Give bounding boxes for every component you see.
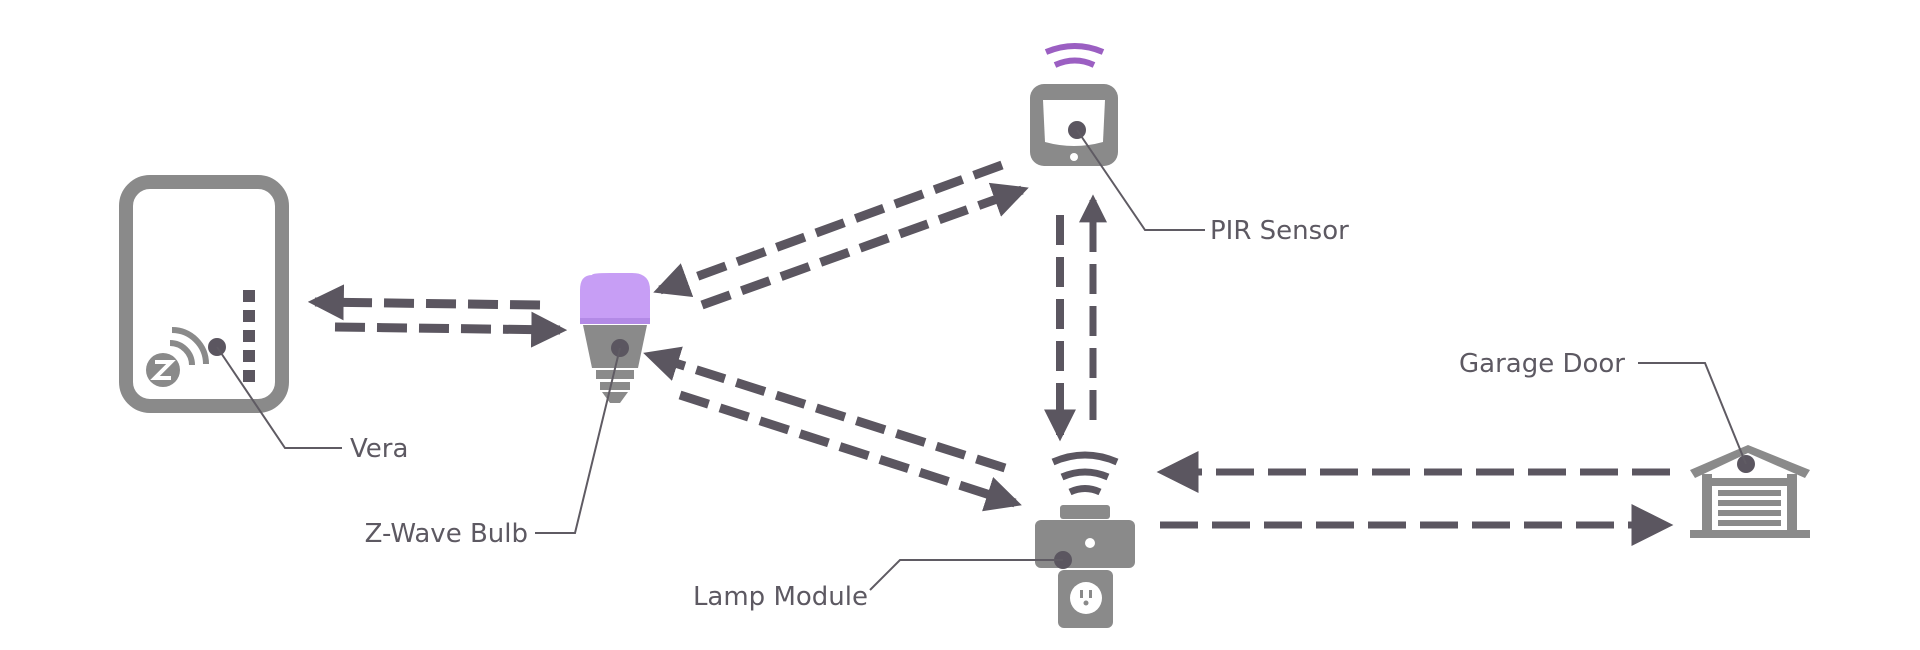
vera-label: Vera	[350, 434, 408, 464]
outlet-icon	[1070, 582, 1102, 614]
wireless-signal-icon	[1044, 43, 1105, 68]
garage-leader	[1638, 362, 1747, 465]
link-arrows	[307, 160, 1674, 546]
plug-in-module-icon	[1035, 451, 1135, 628]
pir-sensor-label: PIR Sensor	[1210, 216, 1349, 246]
bulb-label: Z-Wave Bulb	[365, 519, 528, 549]
pir-leader	[1076, 129, 1205, 231]
arrow-vera-to-bulb	[334, 311, 568, 348]
arrow-lamp-to-bulb	[643, 346, 1007, 473]
arrow-bulb-to-lamp	[678, 390, 1022, 512]
signal-bars-icon	[243, 290, 255, 382]
leader-lines	[216, 129, 1747, 591]
arrow-bulb-to-vera	[307, 284, 541, 321]
vera-leader	[216, 346, 342, 449]
bulb-leader	[535, 347, 621, 534]
garage-icon	[1690, 445, 1810, 538]
zwave-logo-icon	[146, 353, 180, 387]
lamp-leader	[869, 559, 1063, 591]
lamp-module-label: Lamp Module	[693, 582, 868, 612]
wireless-signal-icon	[1051, 451, 1119, 496]
zwave-hub-icon	[119, 175, 289, 413]
arrow-pir-to-bulb	[653, 160, 1004, 298]
wireless-signal-icon	[169, 327, 209, 366]
arrow-bulb-to-pir	[700, 182, 1029, 310]
garage-door-label: Garage Door	[1459, 349, 1625, 379]
light-bulb-icon	[580, 273, 650, 403]
motion-sensor-icon	[1030, 43, 1118, 166]
